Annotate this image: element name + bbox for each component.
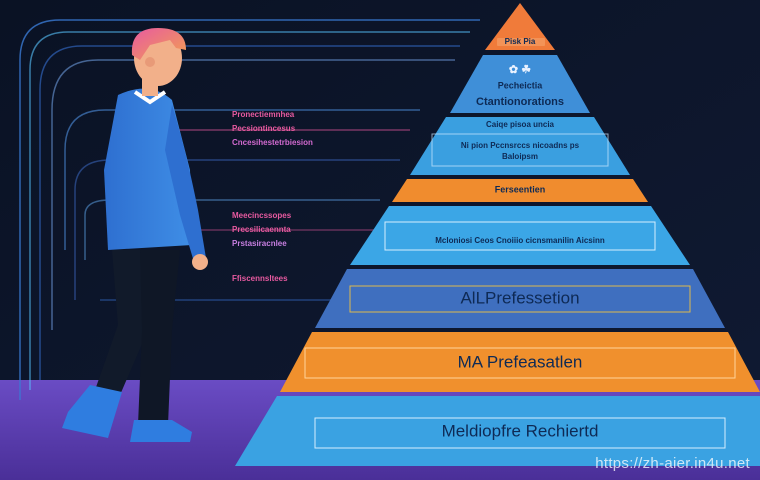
pyramid-level-4 bbox=[392, 179, 648, 202]
pyramid-level-7-label: MA Prefeasatlen bbox=[458, 352, 583, 371]
pyramid-level-7 bbox=[280, 332, 760, 392]
person-illustration bbox=[62, 28, 208, 442]
side-panel-line: Pecsiontincesus bbox=[232, 124, 296, 133]
pyramid-level-3-sublabel: Ni pion Pccnsrccs nicoadns ps bbox=[461, 141, 580, 150]
pyramid-level-3-label: Caiqe pisoa uncia bbox=[486, 120, 555, 129]
side-panel-line: Prstasiracnlee bbox=[232, 239, 287, 248]
side-panel-line: Ffiscennsltees bbox=[232, 274, 288, 283]
pyramid-level-6-label: AlLPrefessetion bbox=[460, 288, 579, 307]
person-hand bbox=[192, 254, 208, 270]
pyramid-level-5-frame bbox=[384, 221, 656, 251]
side-panel-line: Meecincssopes bbox=[232, 211, 292, 220]
person-right-shoe bbox=[130, 420, 192, 442]
watermark: https://zh-aier.in4u.net bbox=[595, 455, 750, 472]
person-hair bbox=[131, 28, 186, 60]
pyramid-level-6 bbox=[315, 269, 725, 328]
pyramid-level-3-frame bbox=[431, 133, 609, 167]
side-panel-line: Cncesihestetrbiesion bbox=[232, 138, 313, 147]
person-ear bbox=[145, 57, 155, 67]
side-panel-line: Precsilicaennta bbox=[232, 225, 291, 234]
pyramid-level-7-frame bbox=[304, 347, 736, 379]
pyramid-level-1-label: Pisk Pia bbox=[505, 37, 536, 46]
person-right-leg bbox=[138, 250, 180, 425]
person-arm bbox=[165, 105, 206, 262]
pyramid-level-6-frame bbox=[349, 285, 691, 313]
pyramid-level-2-label: Pecheictia bbox=[498, 80, 544, 90]
pyramid-level-3 bbox=[410, 117, 630, 175]
pyramid-level-4-label: Ferseentien bbox=[495, 184, 546, 194]
pyramid-level-5-label: Mcloniosi Ceos Cnoiiio cicnsmanilin Aics… bbox=[435, 236, 605, 245]
pyramid-level-2-sublabel: Ctantionorations bbox=[476, 96, 564, 108]
pyramid: Pisk Pia ✿ ☘ Pecheictia Ctantionorations… bbox=[235, 3, 760, 466]
side-panel-line: Pronectiemnhea bbox=[232, 110, 295, 119]
pyramid-level-1-bar bbox=[497, 38, 545, 46]
person-collar bbox=[133, 90, 167, 105]
side-panel: Pronectiemnhea Pecsiontincesus Cncesihes… bbox=[232, 110, 313, 283]
pyramid-level-8-label: Meldiopfre Rechiertd bbox=[442, 421, 599, 440]
person-left-shoe bbox=[62, 385, 122, 438]
pyramid-level-2-icon: ✿ ☘ bbox=[509, 64, 531, 76]
pyramid-level-2 bbox=[450, 55, 590, 113]
person-left-leg bbox=[95, 250, 150, 395]
pyramid-level-8-frame bbox=[314, 417, 726, 449]
pyramid-level-3-sublabel-2: Baloipsm bbox=[502, 152, 538, 161]
